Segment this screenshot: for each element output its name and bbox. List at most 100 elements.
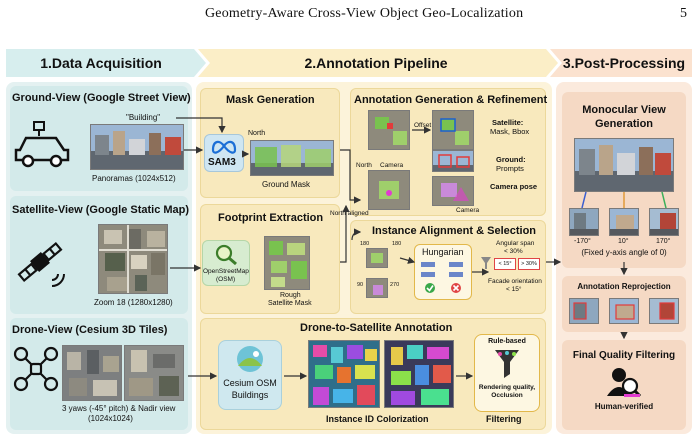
drone-icon bbox=[12, 345, 60, 393]
paper-running-title: Geometry-Aware Cross-View Object Geo-Loc… bbox=[205, 6, 523, 22]
rough-satellite-mask-image bbox=[264, 236, 310, 290]
camera-pose-image bbox=[432, 176, 474, 206]
deg-90: 90 bbox=[357, 282, 363, 288]
satellite-crop-right bbox=[432, 110, 474, 150]
camera-pose-label: Camera pose bbox=[490, 182, 537, 191]
osm-label-1: OpenStreetMap bbox=[203, 268, 249, 275]
satellite-icon bbox=[12, 234, 68, 290]
cesium-label-1: Cesium OSM bbox=[220, 378, 280, 388]
instance-colorization-image-2 bbox=[384, 340, 454, 408]
ground-output-label: Ground: bbox=[496, 155, 526, 164]
fixed-angle-label: (Fixed y-axis angle of 0) bbox=[562, 248, 686, 257]
building-prompt: "Building" bbox=[126, 113, 160, 122]
instance-alignment-title: Instance Alignment & Selection bbox=[372, 225, 536, 237]
camera-label-2: Camera bbox=[456, 207, 479, 214]
match-bar-1 bbox=[421, 262, 435, 267]
satellite-crop-left bbox=[368, 110, 410, 150]
meta-logo-icon bbox=[210, 138, 238, 154]
drone-image-1 bbox=[62, 345, 122, 401]
drone-view-caption-2: (1024x1024) bbox=[88, 414, 133, 423]
match-bar-4 bbox=[449, 272, 463, 277]
ground-prompt-image bbox=[432, 150, 474, 172]
deg-270: 270 bbox=[390, 282, 399, 288]
lt15-badge: < 15° bbox=[494, 258, 516, 270]
facade-label-1: Facade orientation bbox=[488, 278, 542, 285]
rough-mask-label-2: Satellite Mask bbox=[268, 300, 312, 307]
annotation-generation-title: Annotation Generation & Refinement bbox=[354, 94, 547, 106]
instance-colorization-image-1 bbox=[308, 340, 380, 408]
mono-view-2 bbox=[609, 208, 639, 236]
rule-based-label: Rule-based bbox=[474, 338, 540, 345]
sam3-label: SAM3 bbox=[208, 157, 236, 168]
deg-180-a: 180 bbox=[360, 241, 369, 247]
satellite-output-label: Satellite: bbox=[492, 118, 523, 127]
footprint-extraction-title: Footprint Extraction bbox=[218, 212, 323, 224]
ground-mask-label: Ground Mask bbox=[262, 180, 310, 189]
mono-panorama-image bbox=[574, 138, 674, 192]
offset-label: Offset bbox=[414, 122, 431, 129]
mono-view-1 bbox=[569, 208, 599, 236]
satellite-image bbox=[98, 224, 168, 294]
ground-mask-image bbox=[250, 140, 334, 176]
rough-mask-label-1: Rough bbox=[280, 292, 301, 299]
angle-label-2: 10° bbox=[618, 238, 629, 245]
view-split-lines bbox=[566, 192, 682, 208]
human-verified-label: Human-verified bbox=[562, 402, 686, 411]
mask-generation-title: Mask Generation bbox=[226, 94, 315, 106]
ground-view-title: Ground-View (Google Street View) bbox=[12, 92, 191, 104]
gt30-badge: > 30% bbox=[518, 258, 540, 270]
cesium-label-2: Buildings bbox=[220, 390, 280, 400]
deg-180-b: 180 bbox=[392, 241, 401, 247]
section-title-postprocessing: 3.Post-Processing bbox=[556, 49, 692, 77]
ground-view-caption: Panoramas (1024x512) bbox=[92, 174, 176, 183]
page-number: 5 bbox=[680, 6, 687, 22]
reproj-view-2 bbox=[609, 298, 639, 324]
match-bar-2 bbox=[449, 262, 463, 267]
satellite-view-title: Satellite-View (Google Static Map) bbox=[12, 204, 189, 216]
camera-label-1: Camera bbox=[380, 162, 403, 169]
osm-magnifier-icon bbox=[214, 243, 238, 265]
mask-bbox-label: Mask, Bbox bbox=[490, 127, 529, 136]
angle-label-3: 170° bbox=[656, 238, 670, 245]
filter-funnel-icon-small bbox=[480, 256, 492, 270]
occlusion-label: Occlusion bbox=[474, 392, 540, 399]
section-title-acquisition: 1.Data Acquisition bbox=[6, 49, 196, 77]
satellite-view-caption: Zoom 18 (1280x1280) bbox=[94, 298, 173, 307]
rendering-quality-label: Rendering quality, bbox=[474, 384, 540, 391]
filtering-label: Filtering bbox=[486, 414, 522, 424]
check-icon bbox=[425, 283, 435, 293]
satellite-camera-image bbox=[368, 170, 410, 210]
north-label-mask: North bbox=[248, 130, 265, 137]
section-title-annotation: 2.Annotation Pipeline bbox=[206, 49, 546, 77]
alignment-sat-a bbox=[366, 248, 388, 268]
prompts-label: Prompts bbox=[496, 164, 524, 173]
north-label-gen: North bbox=[356, 162, 372, 169]
panorama-image bbox=[90, 124, 184, 170]
reproj-view-1 bbox=[569, 298, 599, 324]
alignment-sat-b bbox=[366, 278, 388, 298]
human-verified-icon bbox=[606, 366, 642, 398]
mono-view-title-1: Monocular View bbox=[562, 104, 686, 116]
drone-view-title: Drone-View (Cesium 3D Tiles) bbox=[12, 324, 167, 336]
filter-funnel-icon bbox=[493, 348, 521, 380]
car-icon bbox=[14, 120, 70, 168]
drone-to-satellite-title: Drone-to-Satellite Annotation bbox=[300, 322, 452, 334]
final-filter-title: Final Quality Filtering bbox=[562, 350, 686, 361]
cesium-logo-icon bbox=[232, 344, 268, 374]
angle-label-1: -170° bbox=[574, 238, 591, 245]
angular-span-label-2: < 30% bbox=[504, 248, 523, 255]
hungarian-label: Hungarian bbox=[422, 247, 464, 257]
drone-image-2 bbox=[124, 345, 184, 401]
reprojection-title: Annotation Reprojection bbox=[562, 282, 686, 291]
mono-view-3 bbox=[649, 208, 679, 236]
instance-colorization-label: Instance ID Colorization bbox=[326, 414, 429, 424]
facade-label-2: < 15° bbox=[506, 286, 521, 293]
north-aligned-label: North aligned bbox=[330, 210, 369, 217]
match-bar-3 bbox=[421, 272, 435, 277]
drone-view-caption-1: 3 yaws (-45° pitch) & Nadir view bbox=[62, 404, 175, 413]
mono-view-title-2: Generation bbox=[562, 118, 686, 130]
osm-label-2: (OSM) bbox=[216, 276, 235, 283]
reproj-view-3 bbox=[649, 298, 679, 324]
match-result-icons bbox=[424, 282, 468, 294]
angular-span-label-1: Angular span bbox=[496, 240, 534, 247]
